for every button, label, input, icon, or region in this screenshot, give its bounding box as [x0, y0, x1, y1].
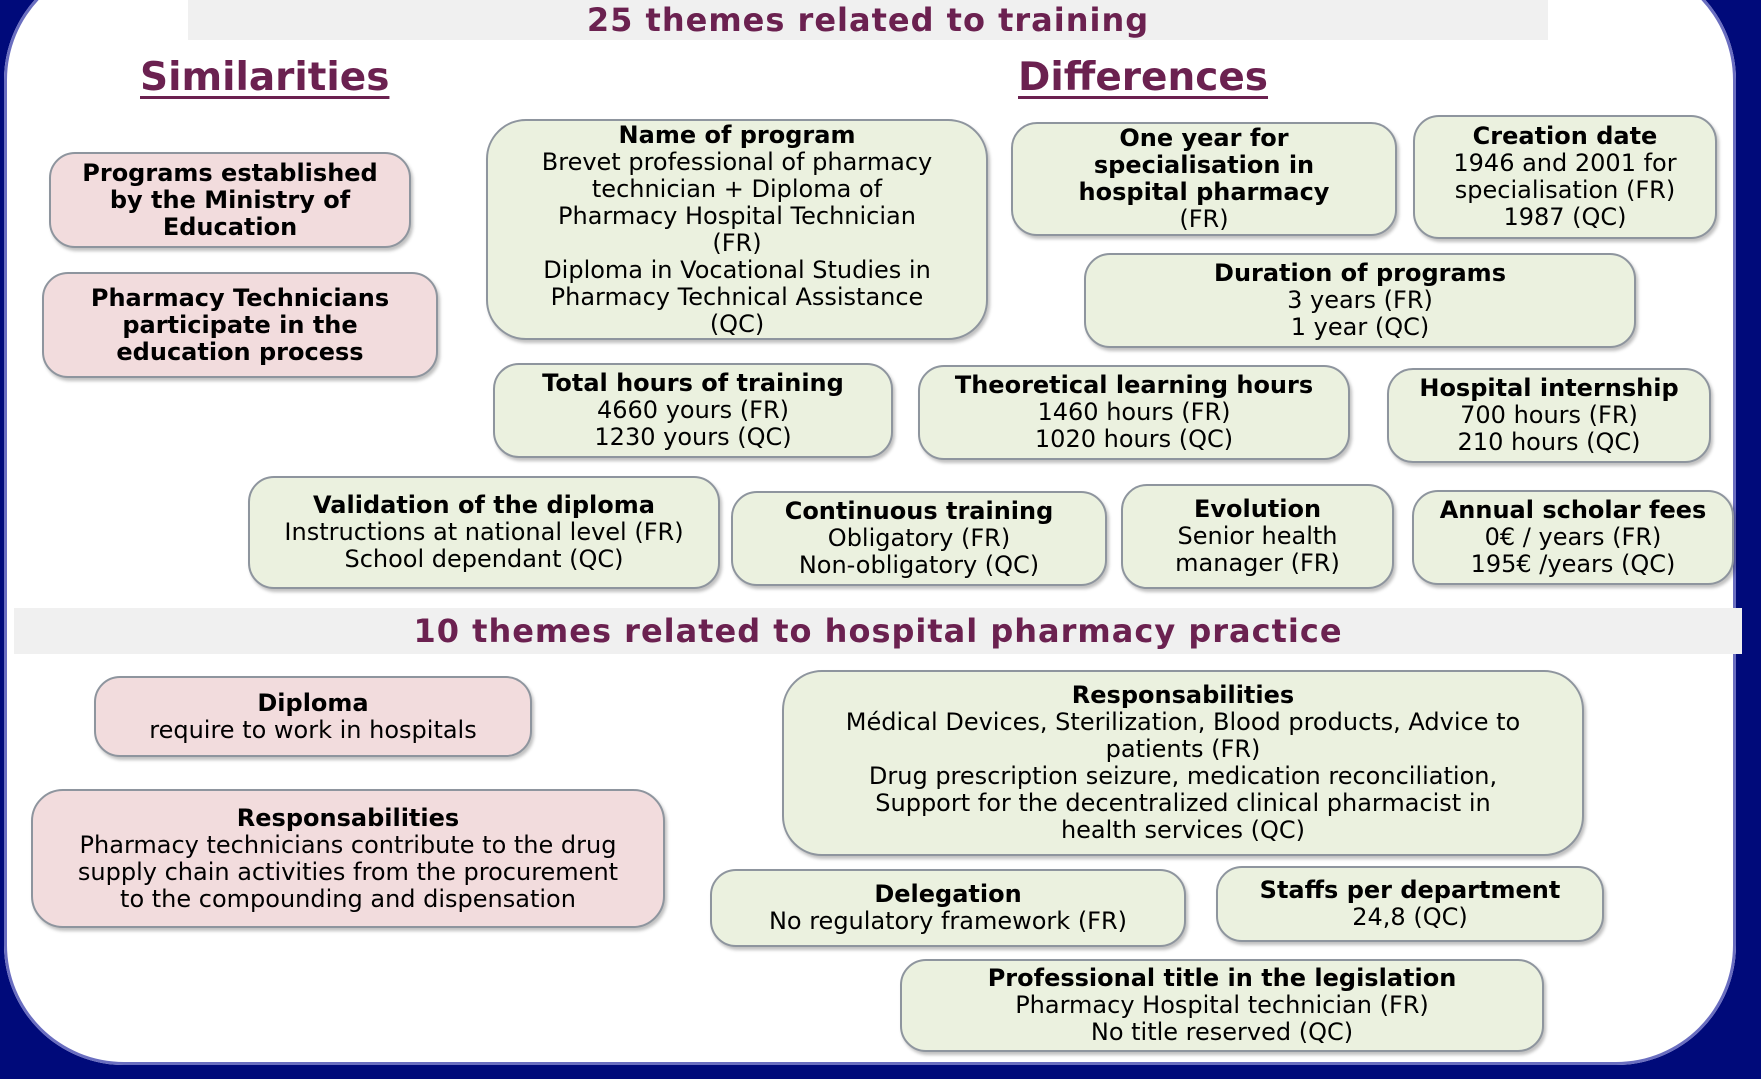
box-line: No regulatory framework (FR)	[768, 907, 1128, 935]
difference-box-validation: Validation of the diploma Instructions a…	[248, 476, 720, 589]
box-line: Pharmacy Hospital Technician	[558, 201, 916, 230]
practice-themes-title: 10 themes related to hospital pharmacy p…	[413, 612, 1343, 650]
box-line: (FR)	[1179, 205, 1229, 233]
box-title: Delegation	[874, 880, 1022, 908]
difference-box-total-hours: Total hours of training 4660 yours (FR) …	[493, 363, 893, 458]
box-title: Evolution	[1193, 495, 1322, 523]
training-themes-title: 25 themes related to training	[586, 1, 1150, 39]
box-line: require to work in hospitals	[149, 715, 477, 744]
box-title: Theoretical learning hours	[954, 371, 1314, 399]
difference-box-specialisation-year: One year for specialisation in hospital …	[1011, 122, 1397, 236]
box-title: Name of program	[618, 120, 856, 149]
practice-similarity-diploma: Diploma require to work in hospitals	[94, 676, 532, 757]
box-line: Senior health	[1177, 522, 1338, 550]
difference-box-evolution: Evolution Senior health manager (FR)	[1121, 484, 1394, 589]
box-line: 195€ /years (QC)	[1470, 550, 1676, 578]
similarity-line: Education	[162, 212, 298, 241]
difference-box-theoretical-hours: Theoretical learning hours 1460 hours (F…	[918, 365, 1350, 460]
box-line: Pharmacy Hospital technician (FR)	[1015, 991, 1429, 1019]
difference-box-creation-date: Creation date 1946 and 2001 for speciali…	[1413, 115, 1717, 239]
box-line: Instructions at national level (FR)	[284, 518, 684, 546]
practice-difference-professional-title: Professional title in the legislation Ph…	[900, 959, 1544, 1052]
box-line: Drug prescription seizure, medication re…	[868, 762, 1498, 790]
box-line: Non-obligatory (QC)	[798, 551, 1040, 579]
box-line: (QC)	[709, 309, 765, 338]
box-line: 4660 yours (FR)	[596, 396, 789, 424]
similarity-box-education: Pharmacy Technicians participate in the …	[42, 272, 438, 378]
box-title: Total hours of training	[542, 369, 844, 397]
box-title: Responsabilities	[1071, 681, 1295, 709]
difference-box-continuous-training: Continuous training Obligatory (FR) Non-…	[731, 491, 1107, 586]
box-title: Professional title in the legislation	[987, 964, 1457, 992]
similarity-line: participate in the	[122, 310, 358, 339]
training-themes-banner: 25 themes related to training	[188, 0, 1548, 40]
box-line: (FR)	[712, 228, 762, 257]
box-line: 3 years (FR)	[1287, 286, 1433, 314]
box-title: Creation date	[1472, 122, 1658, 150]
box-title: Continuous training	[784, 497, 1054, 525]
box-line: 1020 hours (QC)	[1034, 425, 1234, 453]
practice-difference-staffs: Staffs per department 24,8 (QC)	[1216, 866, 1604, 942]
box-title: One year for	[1119, 124, 1289, 152]
box-line: Pharmacy technicians contribute to the d…	[79, 830, 617, 859]
box-title: Diploma	[257, 688, 369, 717]
box-line: specialisation (FR)	[1454, 176, 1676, 204]
box-line: Diploma in Vocational Studies in	[543, 255, 931, 284]
box-line: Brevet professional of pharmacy	[541, 147, 933, 176]
box-line: 1987 (QC)	[1503, 203, 1627, 231]
box-line: hospital pharmacy	[1078, 178, 1330, 206]
box-line: 1230 yours (QC)	[594, 423, 792, 451]
similarities-heading: Similarities	[140, 55, 390, 100]
box-title: Staffs per department	[1259, 876, 1561, 904]
box-title: Responsabilities	[236, 803, 460, 832]
practice-similarity-responsabilities: Responsabilities Pharmacy technicians co…	[31, 789, 665, 928]
similarity-line: by the Ministry of	[109, 185, 351, 214]
box-line: Support for the decentralized clinical p…	[875, 789, 1491, 817]
box-title: Annual scholar fees	[1439, 496, 1707, 524]
box-line: 1946 and 2001 for	[1453, 149, 1677, 177]
box-line: Pharmacy Technical Assistance	[550, 282, 924, 311]
similarity-line: Pharmacy Technicians	[90, 283, 390, 312]
box-line: 1 year (QC)	[1290, 313, 1430, 341]
similarity-line: Programs established	[82, 158, 378, 187]
difference-box-duration: Duration of programs 3 years (FR) 1 year…	[1084, 253, 1636, 348]
box-title: Validation of the diploma	[313, 491, 655, 519]
box-line: supply chain activities from the procure…	[77, 857, 619, 886]
practice-themes-banner: 10 themes related to hospital pharmacy p…	[14, 608, 1742, 654]
similarity-box-ministry: Programs established by the Ministry of …	[49, 152, 411, 248]
differences-heading: Differences	[1018, 55, 1269, 100]
box-line: to the compounding and dispensation	[120, 884, 576, 913]
box-line: 0€ / years (FR)	[1484, 523, 1662, 551]
box-line: Obligatory (FR)	[827, 524, 1011, 552]
box-line: 210 hours (QC)	[1457, 428, 1641, 456]
box-line: 24,8 (QC)	[1352, 903, 1468, 931]
similarity-line: education process	[116, 337, 364, 366]
box-title: Hospital internship	[1419, 374, 1679, 402]
practice-difference-delegation: Delegation No regulatory framework (FR)	[710, 869, 1186, 947]
box-line: patients (FR)	[1105, 735, 1261, 763]
difference-box-scholar-fees: Annual scholar fees 0€ / years (FR) 195€…	[1412, 490, 1734, 585]
box-line: manager (FR)	[1175, 549, 1340, 577]
box-line: health services (QC)	[1060, 816, 1306, 844]
box-line: Médical Devices, Sterilization, Blood pr…	[845, 708, 1521, 736]
box-title: Duration of programs	[1214, 259, 1506, 287]
box-line: No title reserved (QC)	[1090, 1018, 1354, 1046]
practice-difference-responsabilities: Responsabilities Médical Devices, Steril…	[782, 670, 1584, 856]
box-line: specialisation in	[1093, 151, 1315, 179]
difference-box-internship: Hospital internship 700 hours (FR) 210 h…	[1387, 368, 1711, 463]
box-line: 1460 hours (FR)	[1037, 398, 1231, 426]
box-line: technician + Diploma of	[591, 174, 883, 203]
box-line: 700 hours (FR)	[1460, 401, 1638, 429]
box-line: School dependant (QC)	[344, 545, 624, 573]
difference-box-program-name: Name of program Brevet professional of p…	[486, 119, 988, 340]
